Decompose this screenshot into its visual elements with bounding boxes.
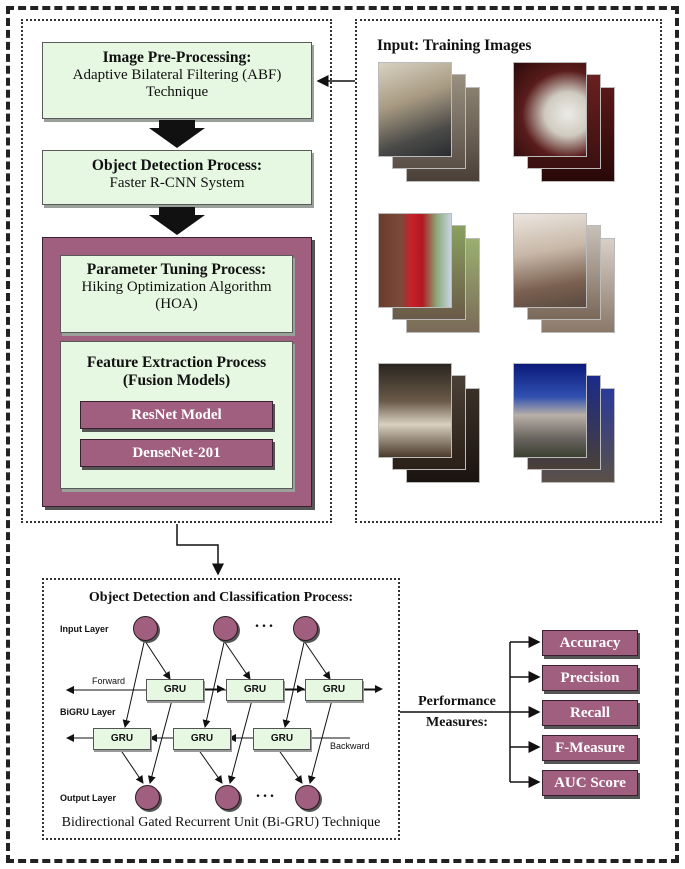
input-ellipsis: ...: [255, 614, 276, 631]
preprocessing-box: Image Pre-Processing: Adaptive Bilateral…: [42, 42, 312, 119]
pipeline-panel: [21, 19, 332, 523]
backward-gru-3: GRU: [253, 728, 311, 750]
metric-f-measure: F-Measure: [542, 735, 638, 761]
tuning-line1: Hiking Optimization Algorithm: [81, 279, 272, 295]
detection-box: Object Detection Process: Faster R-CNN S…: [42, 150, 312, 205]
tuning-title: Parameter Tuning Process:: [86, 261, 267, 278]
backward-gru-2: GRU: [173, 728, 231, 750]
performance-label: Performance Measures:: [412, 693, 502, 731]
forward-label: Forward: [92, 676, 126, 686]
image-kitchen: [378, 363, 480, 483]
bigru-panel: [42, 578, 400, 840]
tuning-line2: (HOA): [155, 296, 198, 312]
metric-accuracy: Accuracy: [542, 630, 638, 656]
forward-gru-2: GRU: [226, 679, 284, 701]
preprocessing-title: Image Pre-Processing:: [102, 49, 252, 66]
output-node-1: [135, 785, 160, 810]
output-node-2: [215, 785, 240, 810]
feature-title-line1: Feature Extraction Process: [86, 354, 267, 371]
input-node-2: [213, 616, 238, 641]
metric-auc-score: AUC Score: [542, 770, 638, 796]
output-ellipsis: ...: [256, 784, 277, 801]
input-title: Input: Training Images: [377, 37, 532, 54]
feature-title-line2: (Fusion Models): [122, 372, 231, 389]
metric-precision: Precision: [542, 665, 638, 691]
input-node-3: [293, 616, 318, 641]
image-house: [513, 363, 615, 483]
image-construction: [513, 213, 615, 333]
bigru-caption: Bidirectional Gated Recurrent Unit (Bi-G…: [61, 815, 381, 830]
outer-frame: [6, 6, 679, 863]
input-node-1: [133, 616, 158, 641]
forward-gru-1: GRU: [146, 679, 204, 701]
forward-gru-3: GRU: [305, 679, 363, 701]
metric-recall: Recall: [542, 700, 638, 726]
output-node-3: [295, 785, 320, 810]
detection-subtitle: Faster R-CNN System: [109, 175, 245, 191]
densenet-model-box: DenseNet-201: [80, 439, 273, 467]
bigru-layer-label: BiGRU Layer: [60, 707, 116, 717]
image-office: [378, 62, 480, 182]
preprocessing-line2: Technique: [145, 84, 209, 100]
performance-label-line1: Performance: [418, 694, 496, 709]
input-panel: [355, 19, 662, 523]
performance-label-line2: Measures:: [426, 715, 488, 730]
tuning-box: Parameter Tuning Process: Hiking Optimiz…: [60, 255, 293, 333]
input-layer-label: Input Layer: [60, 624, 109, 634]
backward-label: Backward: [330, 741, 370, 751]
image-phone-booth: [378, 213, 480, 333]
output-layer-label: Output Layer: [60, 793, 117, 803]
image-drawers: [513, 62, 615, 182]
preprocessing-line1: Adaptive Bilateral Filtering (ABF): [72, 67, 282, 83]
detection-title: Object Detection Process:: [91, 157, 263, 174]
bigru-title: Object Detection and Classification Proc…: [88, 590, 354, 605]
backward-gru-1: GRU: [93, 728, 151, 750]
resnet-model-box: ResNet Model: [80, 401, 273, 429]
